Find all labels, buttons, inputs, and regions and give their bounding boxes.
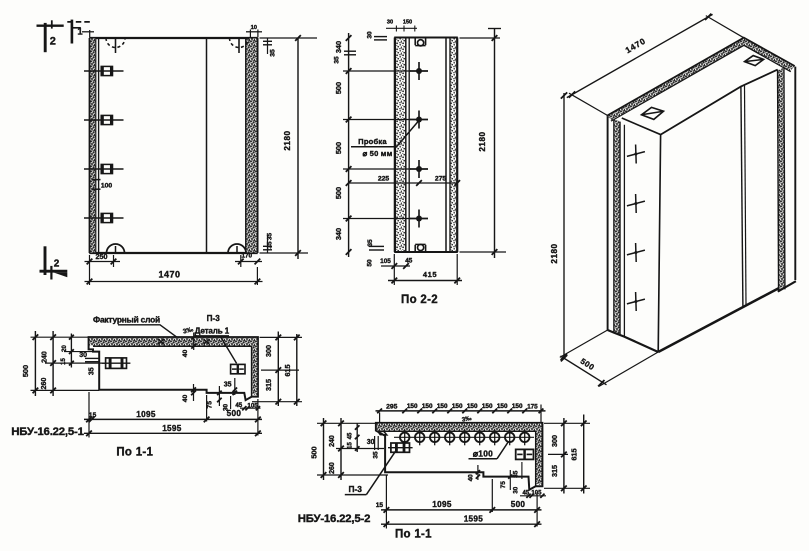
svg-text:150: 150 [407,403,418,410]
svg-text:35: 35 [88,367,95,375]
svg-text:300: 300 [264,345,273,357]
svg-text:35: 35 [270,49,277,57]
svg-text:615: 615 [283,364,292,376]
svg-text:30: 30 [79,352,87,359]
svg-text:35: 35 [334,56,341,64]
svg-text:1095: 1095 [136,410,156,419]
svg-text:П-3: П-3 [348,484,362,494]
svg-text:⌀100: ⌀100 [473,449,493,459]
svg-text:260: 260 [41,378,48,390]
svg-text:150: 150 [497,403,508,410]
svg-text:3‰: 3‰ [182,326,194,335]
svg-text:170: 170 [241,253,252,260]
svg-text:315: 315 [264,379,273,391]
svg-text:1595: 1595 [162,424,182,433]
svg-text:2180: 2180 [550,243,559,263]
svg-text:150: 150 [512,403,523,410]
svg-text:150: 150 [422,403,433,410]
svg-text:30: 30 [366,31,373,39]
svg-text:НБУ-16.22,5-1: НБУ-16.22,5-1 [11,426,84,438]
svg-text:150: 150 [482,403,493,410]
svg-text:30: 30 [387,20,393,26]
svg-text:315: 315 [550,465,559,477]
svg-text:240: 240 [329,435,336,447]
svg-text:30: 30 [512,486,519,493]
svg-text:500: 500 [334,82,343,94]
svg-text:340: 340 [334,228,343,240]
svg-text:500: 500 [334,187,343,199]
svg-text:500: 500 [310,446,319,458]
svg-text:45: 45 [405,258,413,265]
svg-text:40: 40 [182,350,189,358]
svg-text:250: 250 [96,252,108,261]
svg-text:40: 40 [468,474,475,482]
svg-text:15: 15 [61,358,67,365]
svg-text:45: 45 [235,402,242,409]
svg-text:35: 35 [266,233,273,241]
svg-text:По 1-1: По 1-1 [116,446,153,458]
svg-text:1: 1 [77,27,83,38]
svg-text:275: 275 [435,176,447,183]
svg-text:415: 415 [423,270,437,279]
svg-text:30: 30 [367,439,375,446]
svg-text:150: 150 [403,20,412,26]
svg-text:105: 105 [380,258,391,265]
svg-text:75: 75 [207,401,214,409]
svg-text:2180: 2180 [478,131,487,151]
svg-text:30: 30 [223,404,230,412]
svg-text:НБУ-16.22,5-2: НБУ-16.22,5-2 [298,513,371,525]
svg-text:3‰: 3‰ [461,415,472,424]
svg-text:295: 295 [386,403,398,410]
svg-text:340: 340 [334,41,343,53]
svg-text:2180: 2180 [283,130,292,150]
svg-text:1595: 1595 [464,515,484,524]
svg-text:500: 500 [511,500,526,509]
svg-text:15: 15 [89,412,97,419]
svg-text:225: 225 [378,176,390,183]
svg-text:По 1-1: По 1-1 [395,529,432,541]
svg-text:105: 105 [247,402,258,409]
svg-text:35: 35 [512,470,519,478]
svg-text:⌀ 50 мм: ⌀ 50 мм [363,149,393,158]
svg-text:615: 615 [570,448,579,460]
svg-text:240: 240 [42,351,49,363]
svg-text:Деталь 1: Деталь 1 [195,327,230,336]
svg-text:20: 20 [62,345,68,352]
svg-text:40: 40 [182,395,189,403]
svg-text:150: 150 [452,403,463,410]
svg-text:500: 500 [334,142,343,154]
svg-text:1470: 1470 [158,269,180,279]
svg-text:Фактурный слой: Фактурный слой [93,314,160,324]
svg-text:2: 2 [54,259,60,270]
svg-text:150: 150 [467,403,478,410]
svg-text:35: 35 [373,451,380,459]
svg-text:35: 35 [266,241,273,249]
svg-text:35: 35 [367,239,374,247]
svg-text:15: 15 [376,502,384,509]
svg-text:500: 500 [227,409,242,418]
svg-text:1095: 1095 [432,500,452,509]
svg-text:15: 15 [347,442,353,449]
svg-text:50: 50 [367,259,374,267]
svg-text:Пробка: Пробка [358,137,387,146]
svg-text:500: 500 [21,365,30,377]
svg-text:260: 260 [329,462,336,474]
svg-text:100: 100 [101,182,113,189]
svg-text:45: 45 [347,432,353,439]
svg-text:10: 10 [251,25,257,31]
svg-text:175: 175 [527,403,538,410]
svg-text:75: 75 [500,481,507,489]
svg-text:2: 2 [50,35,56,47]
svg-text:45: 45 [522,491,529,497]
svg-text:35: 35 [224,382,232,389]
svg-text:150: 150 [437,403,448,410]
svg-text:По 2-2: По 2-2 [401,294,438,306]
svg-text:П-3: П-3 [207,314,221,323]
svg-text:300: 300 [550,435,559,447]
